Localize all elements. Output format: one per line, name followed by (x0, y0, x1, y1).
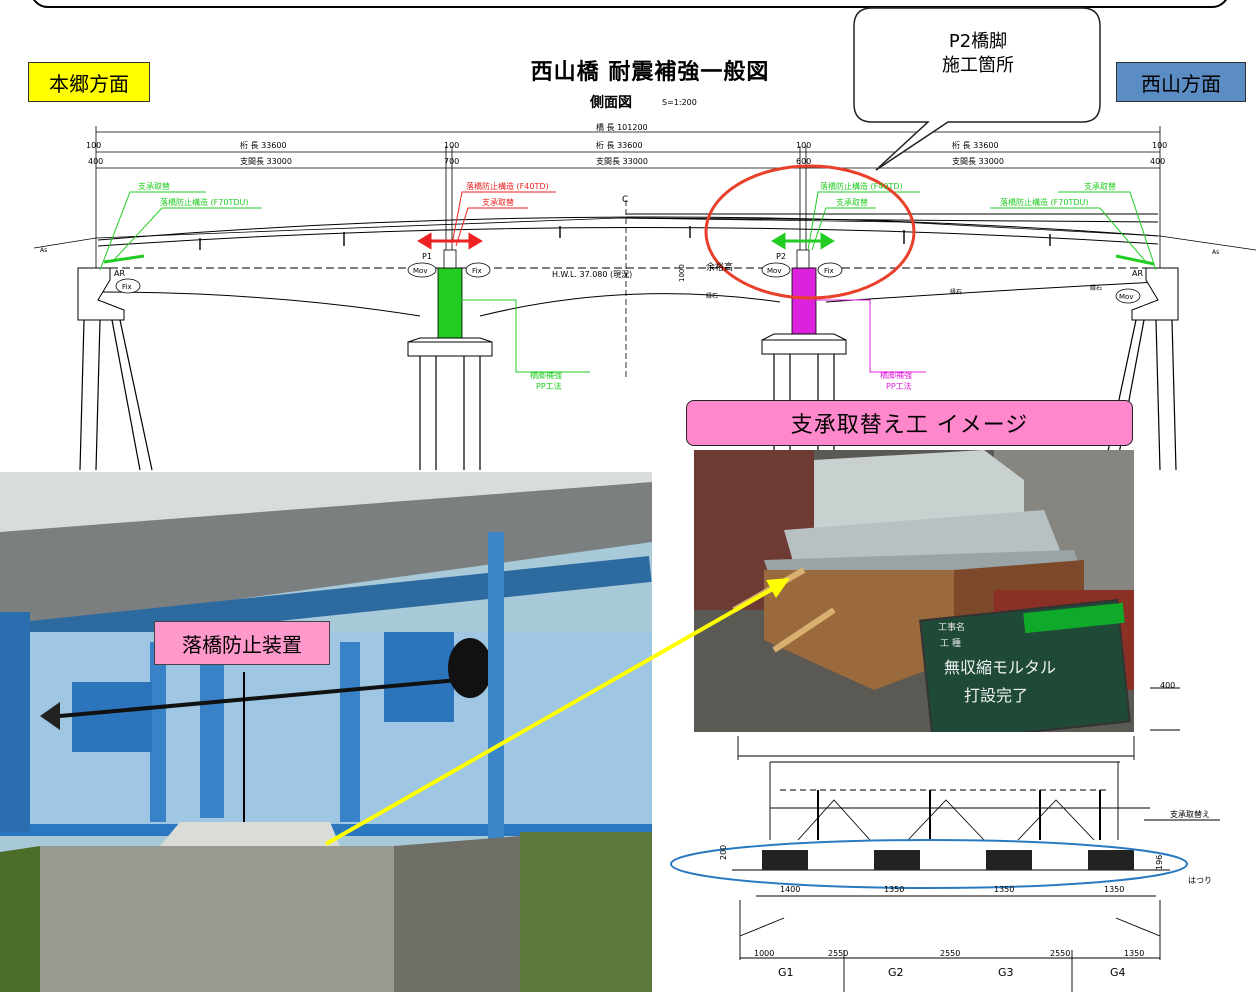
pier-p2-label: P2 (776, 252, 786, 261)
girder-g2: G2 (888, 966, 904, 979)
section-400: 400 (1160, 681, 1175, 690)
freeboard-label: 余裕高 (706, 261, 733, 273)
fall-prevention-label: 落橋防止装置 (154, 621, 330, 665)
section-1350-a: 1350 (884, 885, 904, 894)
bearing-replacement-photo: 工事名 工 種 無収縮モルタル 打設完了 (694, 450, 1134, 732)
bearing-replace-p1: 支承取替 (482, 197, 514, 207)
section-200: 200 (719, 845, 728, 860)
section-196: 196 (1155, 855, 1164, 870)
section-1400: 1400 (780, 885, 800, 894)
pier-reinf-p2: 橋脚補強 (880, 370, 912, 380)
board-line-3: 無収縮モルタル (944, 658, 1057, 677)
section-1350-d: 1350 (1124, 949, 1144, 958)
dim-700: 700 (444, 157, 459, 166)
fall-prev-left: 落橋防止構造 (F70TDU) (160, 197, 248, 207)
pp-method-p1: PP工法 (536, 381, 562, 391)
dim-1000: 1000 (678, 264, 686, 282)
fall-prev-p1: 落橋防止構造 (F40TD) (466, 181, 549, 191)
direction-hongo-label: 本郷方面 (28, 62, 150, 102)
board-line-4: 打設完了 (964, 686, 1029, 705)
mov-p1: Mov (413, 267, 427, 275)
ar-right: AR (1132, 269, 1143, 278)
bearing-replace-right: 支承取替 (1084, 181, 1116, 191)
mov-p2: Mov (767, 267, 781, 275)
pier-p1-label: P1 (422, 252, 432, 261)
dim-bridge-length: 橋 長 101200 (596, 122, 648, 132)
bearing-replace-p2: 支承取替 (836, 197, 868, 207)
section-1350-b: 1350 (994, 885, 1014, 894)
dim-span-center: 支間長 33000 (596, 156, 648, 166)
dim-100-b: 100 (444, 141, 459, 150)
page-title: 西山橋 耐震補強一般図 (530, 60, 770, 85)
enseki-1: 縁石 (706, 292, 718, 300)
dim-girder-center: 桁 長 33600 (596, 140, 643, 150)
fix-p2: Fix (824, 267, 834, 275)
dim-600: 600 (796, 157, 811, 166)
cl-mark: C (622, 195, 628, 205)
side-view-scale: S=1:200 (662, 98, 697, 107)
dim-span-left: 支間長 33000 (240, 156, 292, 166)
girder-g1: G1 (778, 966, 794, 979)
as-left: As (40, 247, 47, 254)
dim-400-a: 400 (88, 157, 103, 166)
section-2550-c: 2550 (1050, 949, 1070, 958)
side-view-label: 側面図 (590, 95, 632, 111)
section-2550-b: 2550 (940, 949, 960, 958)
dim-400-b: 400 (1150, 157, 1165, 166)
pier-reinf-p1: 橋脚補強 (530, 370, 562, 380)
as-right: As (1212, 249, 1219, 256)
fall-prev-p2: 落橋防止構造 (F40TD) (820, 181, 903, 191)
hwl-label: H.W.L. 37.080 (現況) (552, 270, 632, 279)
dim-girder-right: 桁 長 33600 (952, 140, 999, 150)
direction-nishiyama-label: 西山方面 (1116, 62, 1246, 102)
fall-prevention-photo-art (0, 472, 652, 992)
section-1000: 1000 (754, 949, 774, 958)
section-2550-a: 2550 (828, 949, 848, 958)
bearing-replacement-title: 支承取替え工 イメージ (686, 400, 1133, 446)
dim-girder-left: 桁 長 33600 (240, 140, 287, 150)
enseki-2: 縁石 (950, 288, 962, 296)
bearing-replacement-photo-art (694, 450, 1134, 732)
fix-a1: Fix (122, 283, 132, 291)
section-hatsuri: はつり (1188, 876, 1212, 885)
section-1350-c: 1350 (1104, 885, 1124, 894)
fall-prevention-photo (0, 472, 652, 992)
bearing-replace-left: 支承取替 (138, 181, 170, 191)
dim-100-a: 100 (86, 141, 101, 150)
girder-g3: G3 (998, 966, 1014, 979)
section-bearing-replace: 支承取替え (1170, 809, 1210, 819)
dim-100-d: 100 (1152, 141, 1167, 150)
enseki-3: 縁石 (1090, 284, 1102, 292)
callout-line-1: P2橋脚 (948, 31, 1008, 52)
p2-callout: P2橋脚 施工箇所 (858, 30, 1098, 78)
mov-a2: Mov (1119, 293, 1133, 301)
dim-100-c: 100 (796, 141, 811, 150)
arrow-head-icon (766, 578, 790, 598)
board-line-2: 工 種 (940, 639, 961, 649)
girder-g4: G4 (1110, 966, 1126, 979)
dim-span-right: 支間長 33000 (952, 156, 1004, 166)
pp-method-p2: PP工法 (886, 381, 912, 391)
fall-prev-right: 落橋防止構造 (F70TDU) (1000, 197, 1088, 207)
board-line-1: 工事名 (938, 623, 966, 633)
ar-left: AR (114, 269, 125, 278)
fix-p1: Fix (472, 267, 482, 275)
callout-line-2: 施工箇所 (942, 55, 1014, 76)
